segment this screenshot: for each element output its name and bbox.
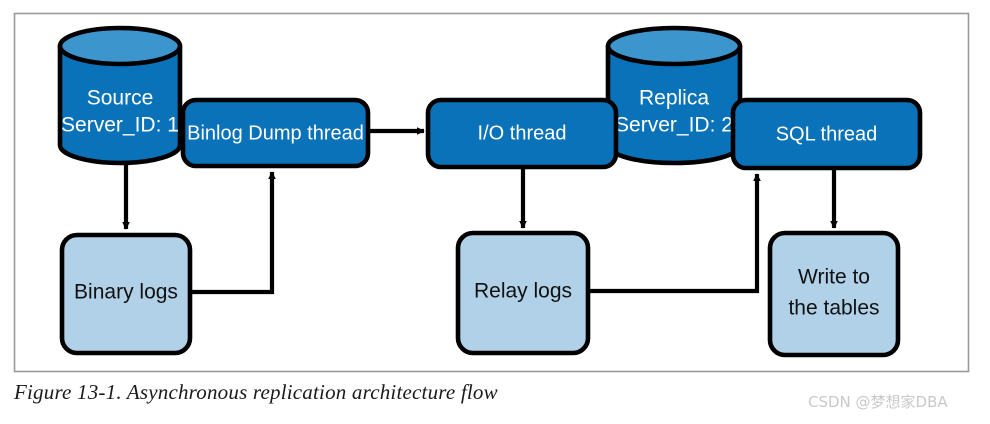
figure-caption: Figure 13-1. Asynchronous replication ar… bbox=[14, 380, 498, 404]
watermark-text: CSDN @梦想家DBA bbox=[808, 393, 948, 411]
binlog-dump-thread-box[interactable]: Binlog Dump thread bbox=[180, 97, 371, 169]
sql-thread-label: SQL thread bbox=[776, 123, 878, 145]
source-database-line1: Source bbox=[87, 87, 154, 110]
binary-logs-to-binlog-dump-arrow bbox=[190, 171, 276, 295]
replica-database-line1: Replica bbox=[639, 87, 709, 110]
relay-logs-label: Relay logs bbox=[474, 280, 572, 303]
replica-database-line2: Server_ID: 2 bbox=[615, 114, 733, 137]
binlog-dump-thread-label: Binlog Dump thread bbox=[187, 122, 364, 144]
io-thread-label: I/O thread bbox=[478, 122, 567, 144]
write-to-the-tables-line1: Write to bbox=[798, 266, 870, 289]
relay-logs-box[interactable]: Relay logs bbox=[455, 230, 591, 356]
source-database-line2: Server_ID: 1 bbox=[61, 114, 179, 137]
write-to-the-tables-box[interactable]: Write to the tables bbox=[767, 230, 901, 358]
replica-database-cylinder[interactable]: Replica Server_ID: 2 bbox=[605, 25, 743, 166]
binary-logs-box[interactable]: Binary logs bbox=[59, 232, 193, 356]
write-to-the-tables-line2: the tables bbox=[788, 297, 879, 320]
sql-thread-box[interactable]: SQL thread bbox=[730, 97, 923, 171]
source-database-cylinder[interactable]: Source Server_ID: 1 bbox=[57, 25, 183, 166]
relay-logs-to-sql-thread-arrow bbox=[588, 173, 761, 294]
io-thread-box[interactable]: I/O thread bbox=[425, 97, 619, 170]
binary-logs-label: Binary logs bbox=[74, 281, 178, 304]
